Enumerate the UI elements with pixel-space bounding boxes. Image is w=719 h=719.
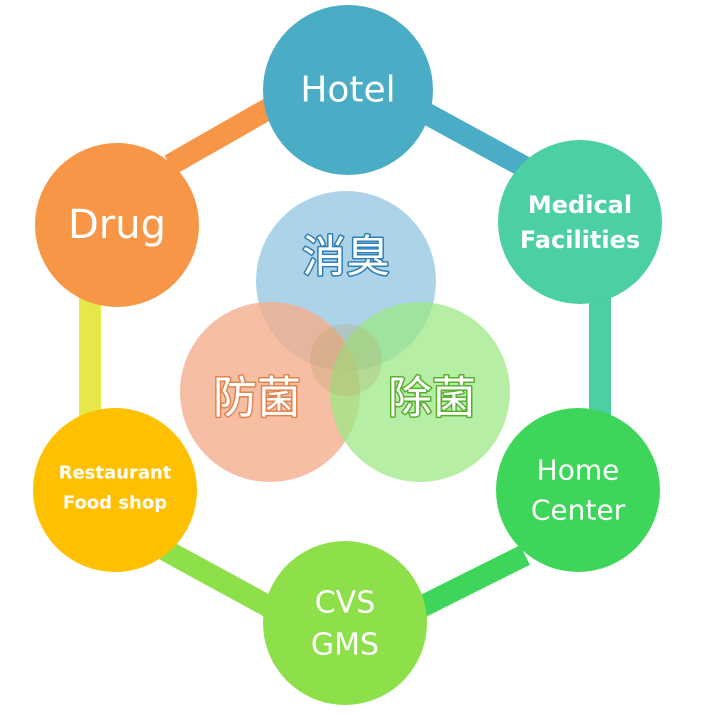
- venn-label-deodorize: 消臭: [302, 232, 390, 283]
- node-home-center-circle: [496, 408, 660, 572]
- node-medical-label-1: Medical: [528, 191, 632, 219]
- connector-cvs-restaurant: [159, 540, 281, 620]
- node-restaurant: Restaurant Food shop: [33, 408, 197, 572]
- ring-connectors: [79, 95, 611, 620]
- node-medical: Medical Facilities: [498, 140, 662, 304]
- node-cvs-gms: CVS GMS: [263, 541, 427, 705]
- node-restaurant-circle: [33, 408, 197, 572]
- node-drug: Drug: [35, 143, 199, 307]
- venn-circle-antibacterial: [180, 302, 360, 482]
- node-cvs-gms-label-1: CVS: [315, 586, 376, 621]
- node-home-center-label-2: Center: [531, 494, 626, 527]
- node-hotel: Hotel: [263, 5, 433, 175]
- center-venn: 消臭 防菌 除菌: [180, 191, 510, 482]
- connector-drug-hotel: [164, 95, 281, 175]
- connector-hotel-medical: [414, 100, 536, 180]
- node-drug-label: Drug: [68, 202, 166, 248]
- node-home-center-label-1: Home: [537, 454, 620, 487]
- node-hotel-label: Hotel: [300, 70, 395, 111]
- node-medical-circle: [498, 140, 662, 304]
- node-cvs-gms-label-2: GMS: [311, 628, 379, 663]
- node-cvs-gms-circle: [263, 541, 427, 705]
- venn-label-disinfect: 除菌: [388, 373, 476, 424]
- ring-nodes: Hotel Medical Facilities Home Center CVS…: [33, 5, 662, 705]
- node-hotel-circle: [263, 5, 433, 175]
- venn-label-antibacterial: 防菌: [213, 373, 301, 424]
- node-home-center: Home Center: [496, 408, 660, 572]
- node-restaurant-label-1: Restaurant: [59, 463, 172, 484]
- node-drug-circle: [35, 143, 199, 307]
- venn-circle-disinfect: [330, 302, 510, 482]
- connector-home-cvs: [410, 545, 530, 620]
- venn-overlap-tint: [310, 324, 382, 396]
- node-medical-label-2: Facilities: [520, 226, 640, 254]
- node-restaurant-label-2: Food shop: [63, 493, 167, 514]
